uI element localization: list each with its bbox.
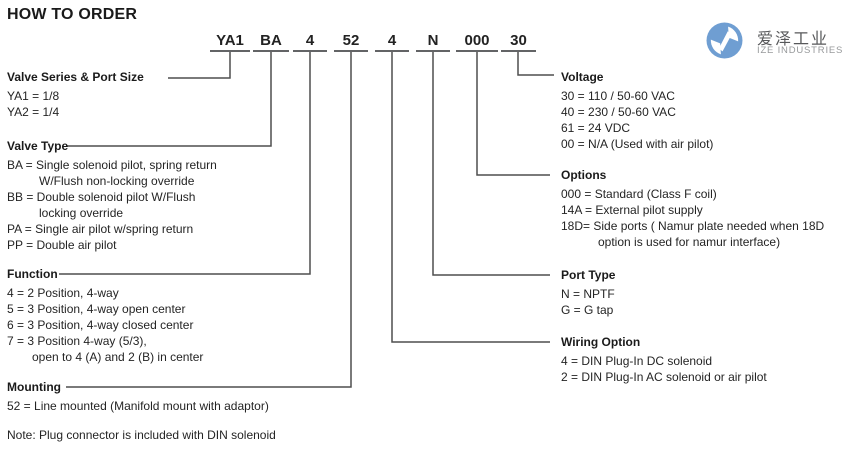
section-options: Options 000 = Standard (Class F coil) 14… [561, 168, 824, 250]
section-item: PA = Single air pilot w/spring return [7, 222, 194, 236]
section-item: 30 = 110 / 50-60 VAC [561, 89, 675, 103]
section-voltage: Voltage 30 = 110 / 50-60 VAC 40 = 230 / … [561, 70, 713, 152]
section-item: 7 = 3 Position 4-way (5/3), [7, 334, 147, 348]
section-item: BB = Double solenoid pilot W/Flush [7, 190, 196, 204]
section-item: PP = Double air pilot [7, 238, 117, 252]
code-segment-options: 000 [456, 32, 498, 52]
section-item: 61 = 24 VDC [561, 121, 631, 135]
section-item: open to 4 (A) and 2 (B) in center [32, 350, 204, 364]
section-item: 00 = N/A (Used with air pilot) [561, 137, 714, 151]
section-header: Mounting [7, 380, 61, 394]
section-item: 4 = 2 Position, 4-way [7, 286, 119, 300]
code-segment-voltage: 30 [501, 32, 536, 52]
section-item: 40 = 230 / 50-60 VAC [561, 105, 676, 119]
section-valve-series: Valve Series & Port Size YA1 = 1/8 YA2 =… [7, 70, 144, 120]
section-item: W/Flush non-locking override [39, 174, 195, 188]
code-segment-port-type: N [416, 32, 450, 52]
code-segment-valve-type: BA [253, 32, 289, 52]
section-header: Function [7, 267, 58, 281]
logo-text-en: IZE INDUSTRIES [757, 45, 844, 56]
section-header: Voltage [561, 70, 604, 84]
section-item: BA = Single solenoid pilot, spring retur… [7, 158, 217, 172]
section-item: 6 = 3 Position, 4-way closed center [7, 318, 194, 332]
section-item: option is used for namur interface) [598, 235, 781, 249]
ize-logo: 爱泽工业 IZE INDUSTRIES [706, 22, 856, 62]
section-mounting: Mounting 52 = Line mounted (Manifold mou… [7, 380, 269, 414]
page-title: HOW TO ORDER [7, 6, 138, 23]
section-item: 52 = Line mounted (Manifold mount with a… [7, 399, 269, 413]
section-port-type: Port Type N = NPTF G = G tap [561, 268, 615, 318]
section-header: Wiring Option [561, 335, 641, 349]
section-valve-type: Valve Type BA = Single solenoid pilot, s… [7, 139, 217, 253]
section-item: 18D= Side ports ( Namur plate needed whe… [561, 219, 825, 233]
ize-logo-swirl-icon [706, 22, 743, 59]
code-segment-wiring: 4 [375, 32, 409, 52]
section-wiring-option: Wiring Option 4 = DIN Plug-In DC solenoi… [561, 335, 767, 385]
section-item: YA1 = 1/8 [7, 89, 60, 103]
section-item: 5 = 3 Position, 4-way open center [7, 302, 186, 316]
section-function: Function 4 = 2 Position, 4-way 5 = 3 Pos… [7, 267, 203, 365]
code-segment-series: YA1 [210, 32, 250, 52]
note-text: Note: Plug connector is included with DI… [7, 428, 276, 442]
section-item: 000 = Standard (Class F coil) [561, 187, 717, 201]
section-item: 2 = DIN Plug-In AC solenoid or air pilot [561, 370, 767, 384]
code-segment-function: 4 [293, 32, 327, 52]
section-header: Port Type [561, 268, 616, 282]
section-item: 14A = External pilot supply [561, 203, 703, 217]
section-item: locking override [39, 206, 124, 220]
section-header: Options [561, 168, 607, 182]
logo-text-cn: 爱泽工业 [757, 31, 830, 48]
section-item: N = NPTF [561, 287, 615, 301]
code-segment-mounting: 52 [334, 32, 368, 52]
section-item: 4 = DIN Plug-In DC solenoid [561, 354, 713, 368]
section-header: Valve Type [7, 139, 69, 153]
section-item: YA2 = 1/4 [7, 105, 60, 119]
section-item: G = G tap [561, 303, 614, 317]
section-header: Valve Series & Port Size [7, 70, 144, 84]
